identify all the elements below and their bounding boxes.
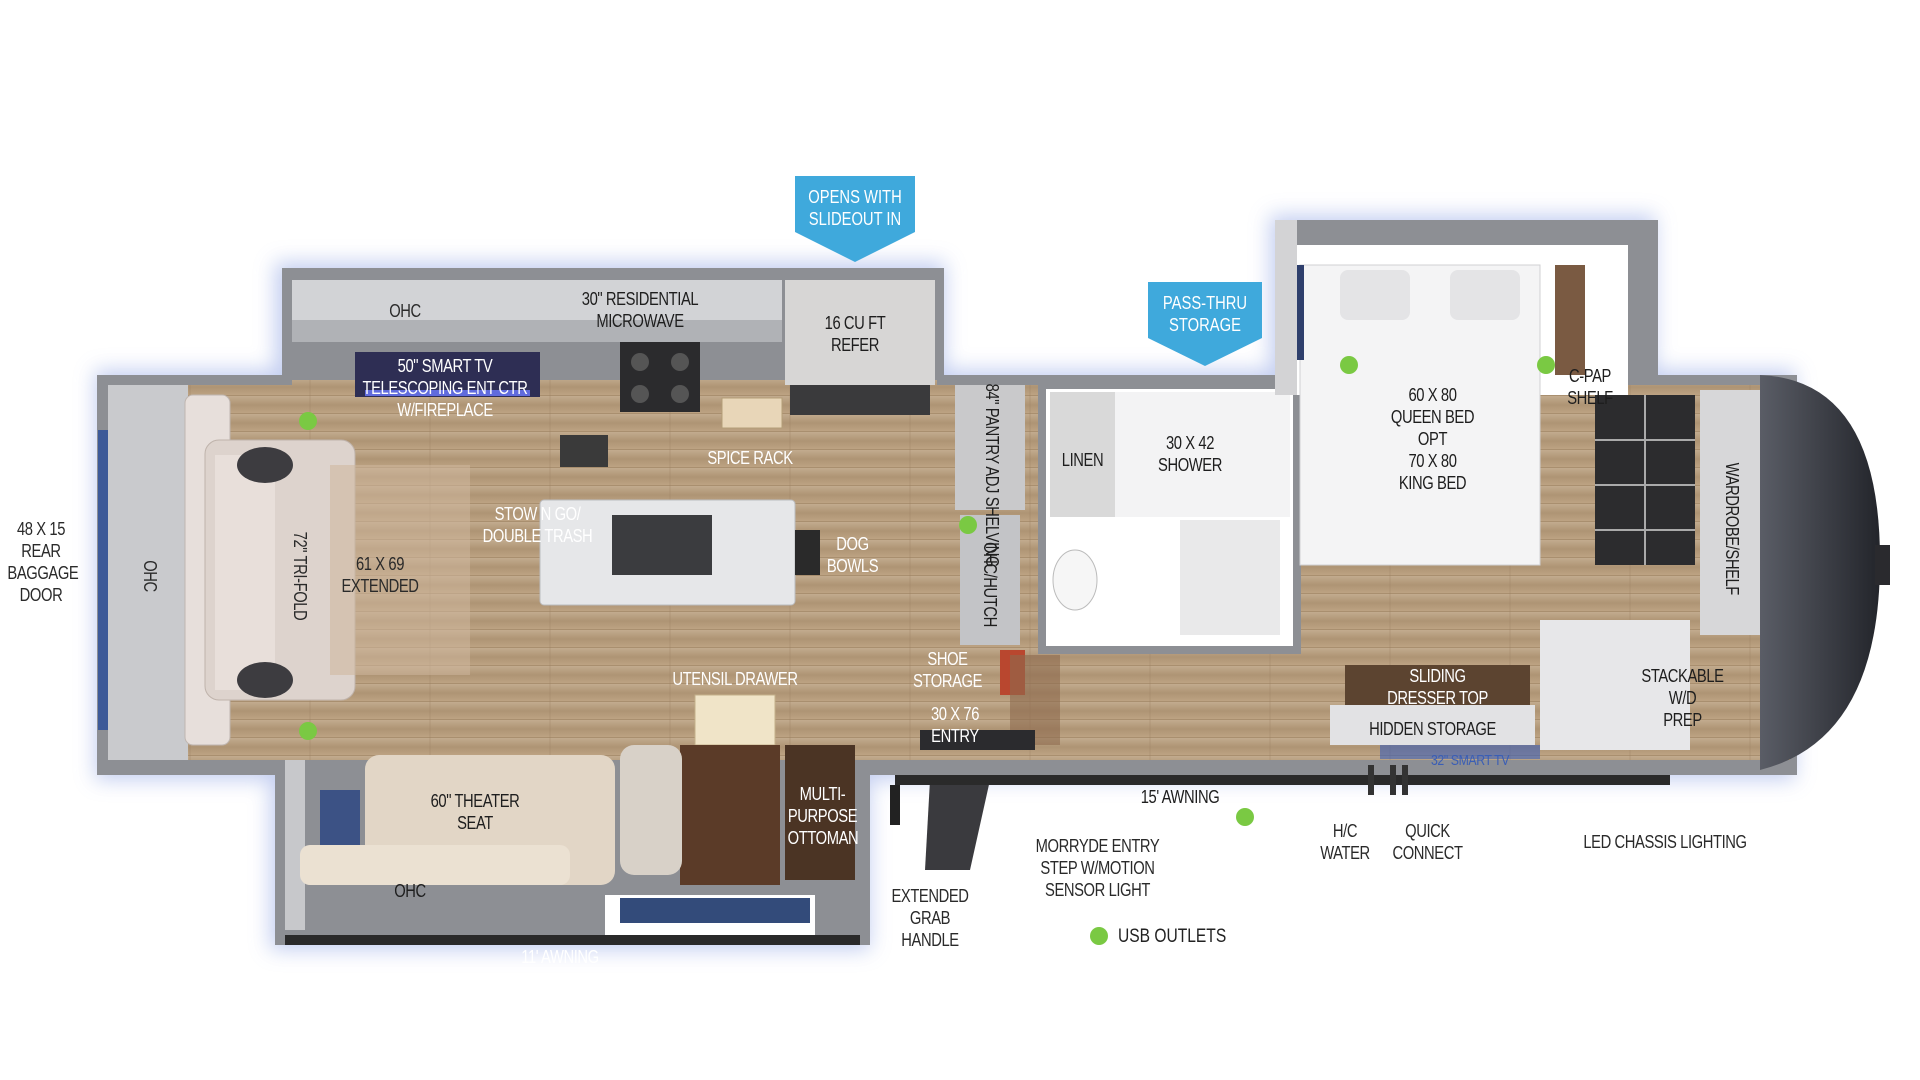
legend-usb-outlets: USB OUTLETS [1118, 926, 1227, 947]
label-smart-tv-50: 50" SMART TV TELESCOPING ENT CTR W/FIREP… [362, 356, 528, 420]
label-morryde: MORRYDE ENTRY STEP W/MOTION SENSOR LIGHT [1035, 836, 1160, 900]
label-stow-n-go: STOW N GO/ DOUBLE TRASH [482, 504, 593, 546]
dining-table [680, 745, 780, 885]
tv-ent-center [355, 352, 540, 397]
label-hc-water: H/C WATER [1320, 821, 1370, 863]
ottoman [785, 745, 855, 880]
dog-bowls [795, 530, 820, 575]
label-ohc-rear: OHC [140, 560, 160, 592]
label-linen: LINEN [1061, 450, 1104, 470]
label-led-chassis: LED CHASSIS LIGHTING [1583, 832, 1747, 852]
label-awning-15: 15' AWNING [1140, 787, 1220, 807]
stackable-wd [1540, 620, 1690, 750]
linen-cabinet [1050, 392, 1115, 517]
label-wardrobe: WARDROBE/SHELF [1722, 462, 1742, 595]
label-grab-handle: EXTENDED GRAB HANDLE [891, 886, 969, 950]
awning-15-bar [895, 775, 1670, 785]
label-theater-seat: 60" THEATER SEAT [430, 791, 520, 833]
usb-outlet-dot [1340, 356, 1358, 374]
entry-door [920, 730, 1035, 750]
label-hidden-storage: HIDDEN STORAGE [1369, 719, 1496, 739]
label-extended: 61 x 69 EXTENDED [341, 554, 419, 596]
label-dog-bowls: DOG BOWLS [826, 534, 879, 576]
label-hutch: OHC/HUTCH [980, 542, 1000, 627]
usb-outlet-dot [1236, 808, 1254, 826]
label-baggage-door: 48 x 15 REAR BAGGAGE DOOR [7, 519, 79, 605]
callout-pass-thru-arrow [1148, 282, 1262, 366]
label-sliding-dresser: SLIDING DRESSER TOP [1387, 666, 1488, 708]
label-bed: 60 x 80 QUEEN BED OPT 70 x 80 KING BED [1390, 385, 1475, 493]
label-spice-rack: SPICE RACK [707, 448, 793, 468]
shower [1115, 392, 1290, 517]
pantry [955, 385, 1025, 510]
front-cap [1760, 375, 1880, 770]
label-microwave: 30" RESIDENTIAL MICROWAVE [581, 289, 699, 331]
label-refer: 16 CU FT REFER [824, 313, 886, 355]
usb-outlet-dot [1537, 356, 1555, 374]
label-utensil-drawer: UTENSIL DRAWER [672, 669, 798, 689]
label-quick-connect: QUICK CONNECT [1392, 821, 1463, 863]
vanity [1180, 520, 1280, 635]
usb-outlet-dot [299, 412, 317, 430]
sliding-dresser [1345, 665, 1530, 705]
cpap-shelf [1555, 265, 1585, 375]
awning-11-bar [285, 935, 860, 945]
label-stackable: STACKABLE W/D PREP [1641, 666, 1724, 730]
label-ohc-kitchen: OHC [389, 301, 421, 321]
refrigerator [785, 280, 935, 385]
label-awning-11: 11' AWNING [521, 947, 599, 967]
ohc-hutch [960, 515, 1020, 645]
label-smart-tv-32: 32" SMART TV [1430, 752, 1510, 769]
label-shower: 30 x 42 SHOWER [1158, 433, 1222, 475]
legend-usb-dot [1090, 927, 1108, 945]
callout-slideout-arrow [795, 176, 915, 262]
callout-pass-thru: PASS-THRU STORAGE [1162, 293, 1248, 335]
label-pantry: 84" PANTRY ADJ SHELVING [982, 383, 1002, 567]
usb-outlet-dot [959, 516, 977, 534]
usb-outlet-dot [299, 722, 317, 740]
entry-steps [925, 780, 990, 870]
baggage-door [98, 430, 108, 730]
label-shoe-storage: SHOE STORAGE [912, 649, 983, 691]
label-trifold: 72" TRI-FOLD [290, 531, 310, 621]
cooktop [620, 342, 700, 412]
callout-slideout: OPENS WITH SLIDEOUT IN [808, 187, 902, 229]
label-ottoman: MULTI- PURPOSE OTTOMAN [787, 784, 859, 848]
label-cpap: C-PAP SHELF [1567, 366, 1613, 408]
label-entry: 30 X 76 ENTRY [930, 704, 980, 746]
label-ohc-slide: OHC [394, 881, 426, 901]
wardrobe-shelf [1700, 390, 1760, 635]
